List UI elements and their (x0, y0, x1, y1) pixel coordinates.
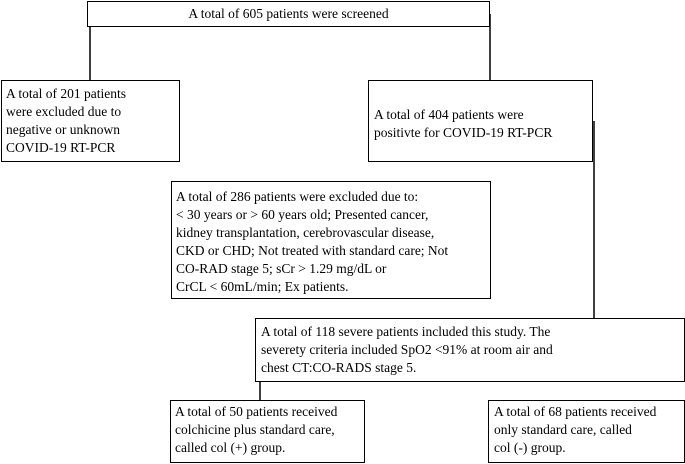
box-text-line: were excluded due to (6, 104, 122, 119)
box-excluded-criteria: A total of 286 patients were excluded du… (171, 181, 491, 299)
box-excluded-negative: A total of 201 patients were excluded du… (1, 80, 180, 162)
box-text-line: A total of 201 patients (6, 86, 126, 101)
box-text-line: colchicine plus standard care, (175, 422, 335, 437)
box-screened: A total of 605 patients were screened (87, 1, 490, 27)
box-text-line: severety criteria included SpO2 <91% at … (261, 342, 553, 357)
box-text-line: A total of 68 patients received (494, 404, 657, 419)
box-text-line: col (-) group. (494, 440, 566, 455)
box-positive: A total of 404 patients were positivte f… (368, 80, 593, 162)
box-text-line: CKD or CHD; Not treated with standard ca… (176, 243, 449, 258)
box-text-line: A total of 404 patients were (374, 107, 524, 122)
box-text-line: called col (+) group. (175, 440, 286, 455)
box-text-line: A total of 286 patients were excluded du… (176, 189, 419, 204)
box-text-line: positivte for COVID-19 RT-PCR (374, 125, 553, 140)
box-text-line: chest CT:CO-RADS stage 5. (261, 360, 417, 375)
box-text-line: A total of 118 severe patients included … (261, 324, 551, 339)
box-text-line: negative or unknown (6, 122, 120, 137)
box-text-line: kidney transplantation, cerebrovascular … (176, 225, 435, 240)
box-text-line: A total of 605 patients were screened (188, 6, 389, 21)
box-text-line: < 30 years or > 60 years old; Presented … (176, 207, 429, 222)
box-included: A total of 118 severe patients included … (255, 318, 685, 382)
box-text-line: CrCL < 60mL/min; Ex patients. (176, 279, 349, 294)
box-text-line: COVID-19 RT-PCR (6, 140, 116, 155)
box-colchicine-group: A total of 50 patients received colchici… (170, 400, 365, 463)
box-text-line: CO-RAD stage 5; sCr > 1.29 mg/dL or (176, 261, 387, 276)
box-standard-care-group: A total of 68 patients received only sta… (488, 400, 685, 463)
box-text-line: A total of 50 patients received (175, 404, 338, 419)
box-text-line: only standard care, called (494, 422, 632, 437)
